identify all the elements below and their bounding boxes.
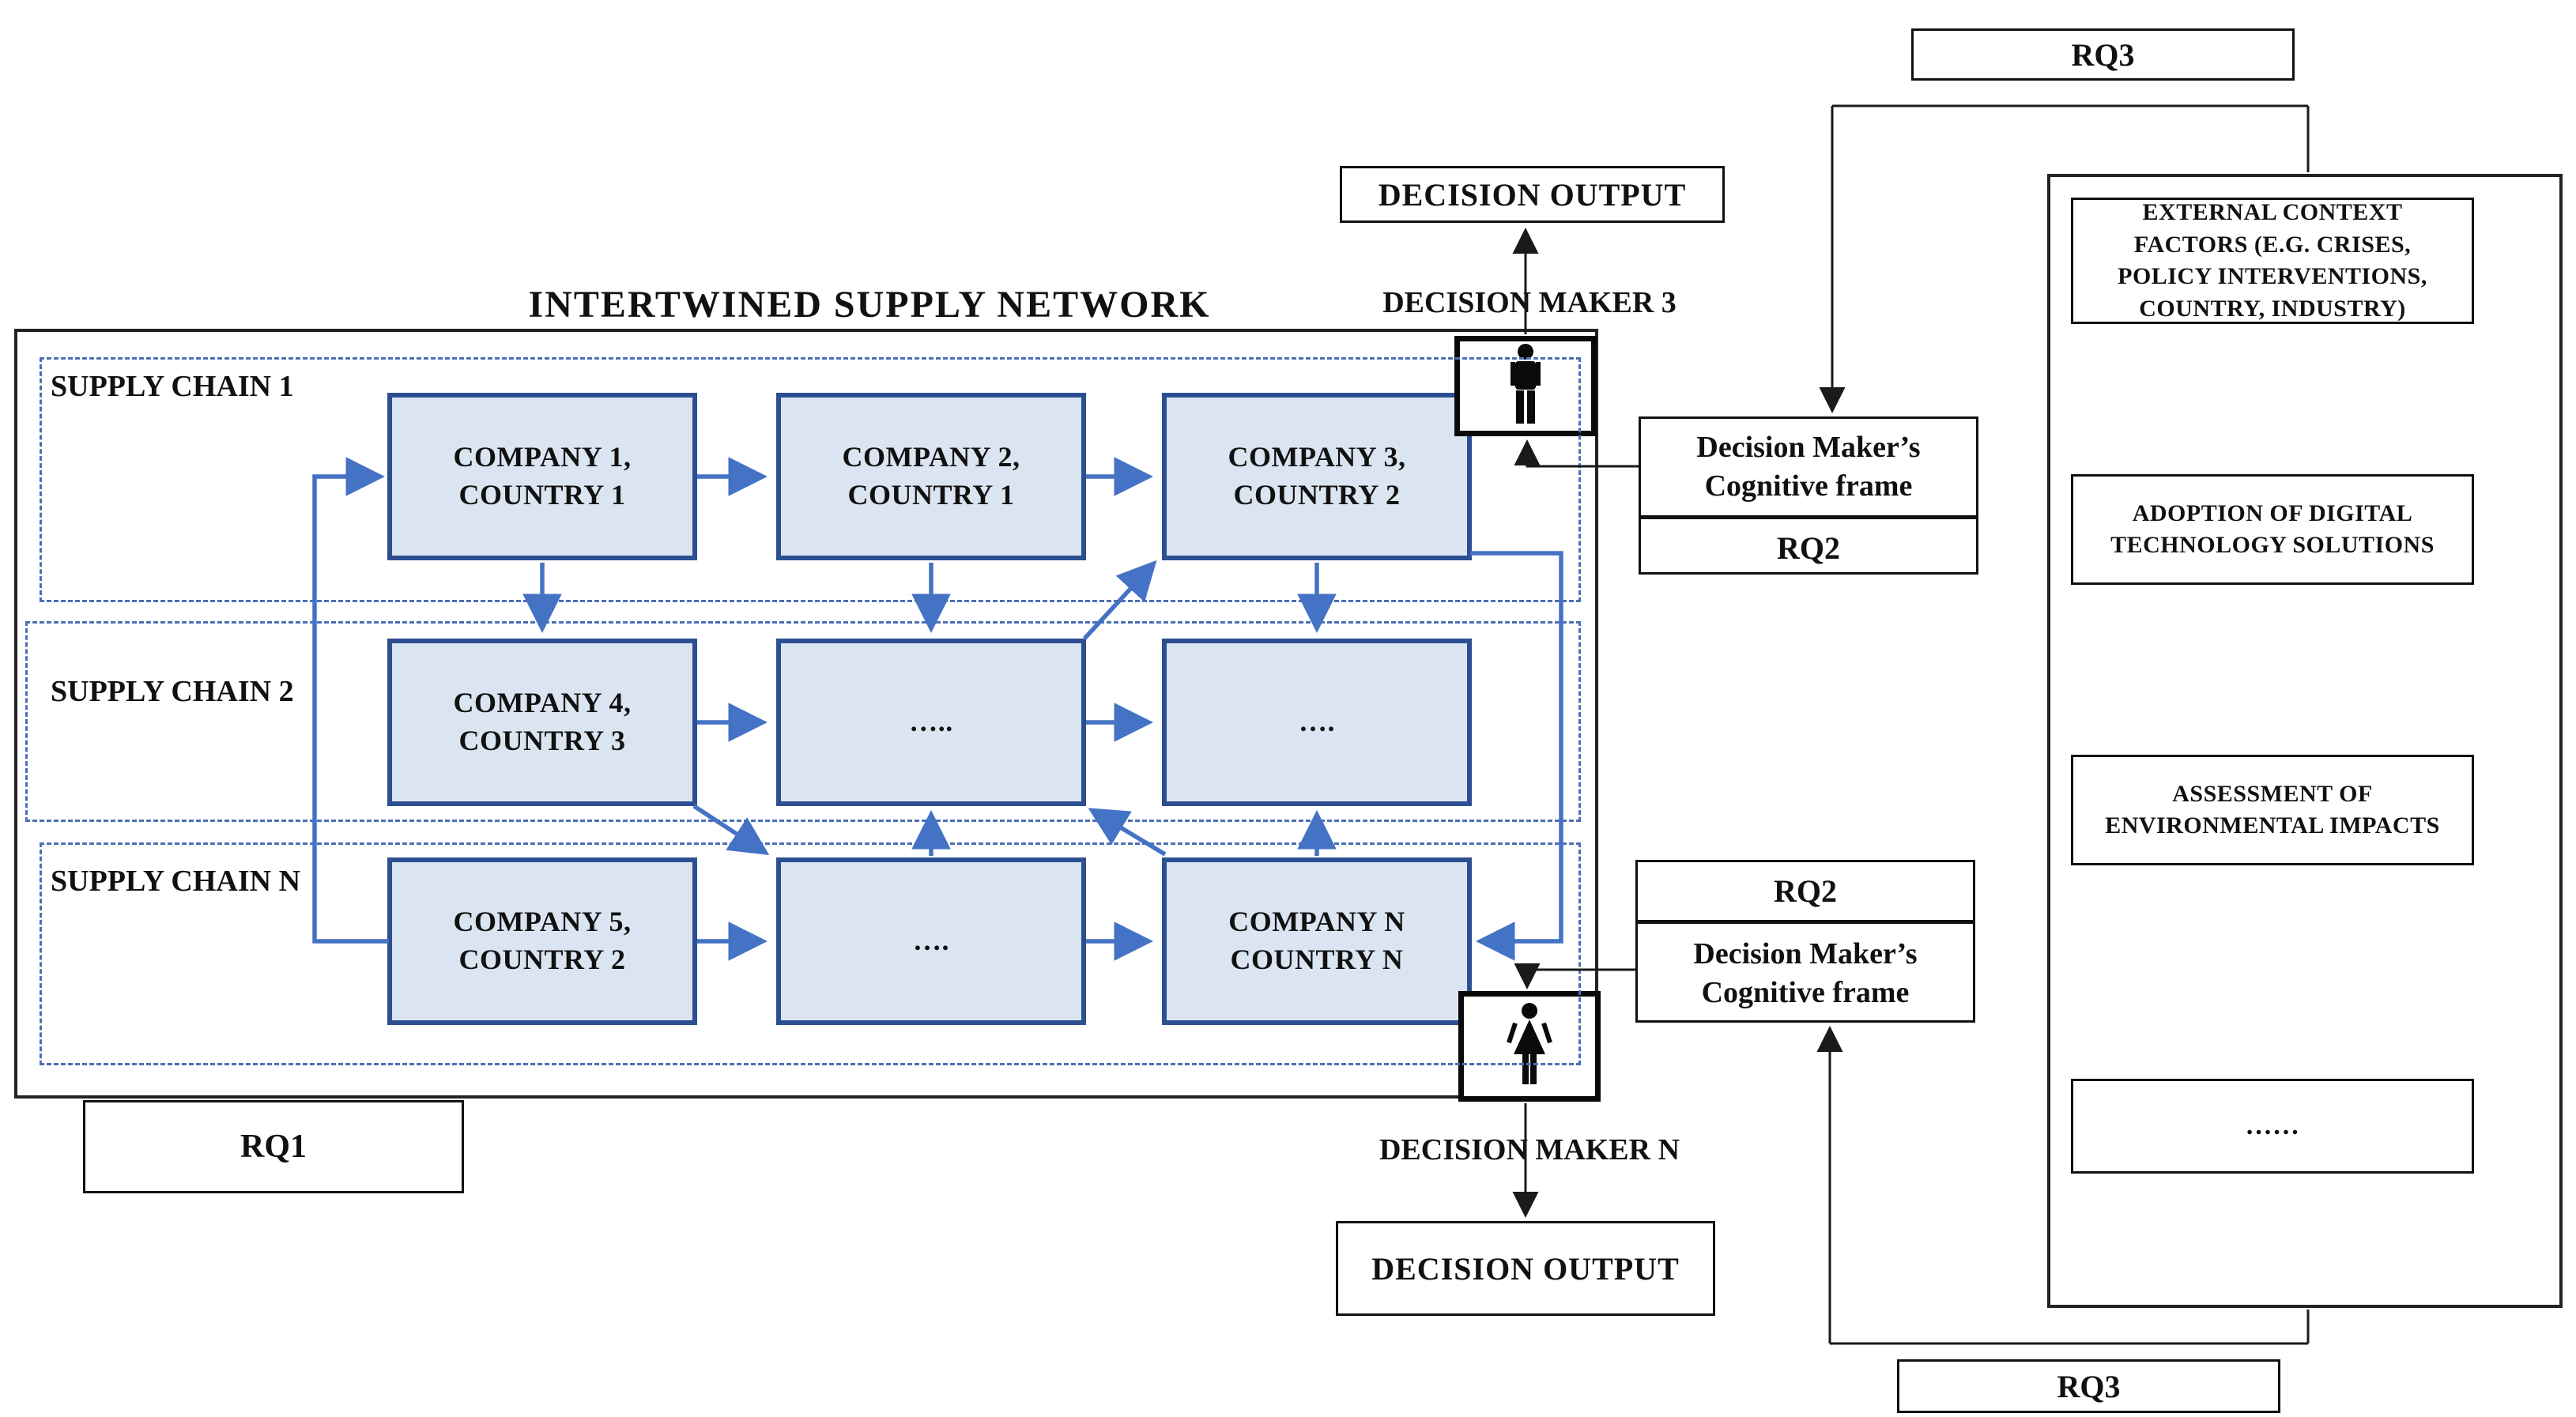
- supply-chain-n-region: [40, 842, 1581, 1065]
- decision-maker-n-box: [1458, 991, 1601, 1102]
- rq2-top-label: RQ2: [1641, 515, 1976, 576]
- decision-maker-n-label: DECISION MAKER N: [1379, 1133, 1680, 1166]
- rq3-top-box: RQ3: [1911, 28, 2295, 81]
- supply-chain-1-label: SUPPLY CHAIN 1: [51, 370, 294, 403]
- digital-technology-adoption-box: ADOPTION OF DIGITAL TECHNOLOGY SOLUTIONS: [2071, 474, 2474, 585]
- decision-output-bottom-box: DECISION OUTPUT: [1336, 1221, 1715, 1316]
- company-2-box: COMPANY 2, COUNTRY 1: [776, 393, 1086, 560]
- company-ellipsis-box-2: ….: [1162, 639, 1472, 806]
- supply-chain-2-region: [25, 621, 1581, 822]
- decision-maker-3-label: DECISION MAKER 3: [1382, 286, 1676, 319]
- cognitive-frame-bottom-box: RQ2 Decision Maker’s Cognitive frame: [1635, 860, 1975, 1023]
- decision-output-top-box: DECISION OUTPUT: [1340, 166, 1725, 223]
- company-1-box: COMPANY 1, COUNTRY 1: [387, 393, 697, 560]
- environmental-impacts-box: ASSESSMENT OF ENVIRONMENTAL IMPACTS: [2071, 755, 2474, 865]
- external-context-factors-box: EXTERNAL CONTEXT FACTORS (E.G. CRISES, P…: [2071, 198, 2474, 324]
- company-4-box: COMPANY 4, COUNTRY 3: [387, 639, 697, 806]
- company-ellipsis-box-3: ….: [776, 857, 1086, 1025]
- rq2-bottom-label: RQ2: [1774, 873, 1837, 909]
- company-n-box: COMPANY N COUNTRY N: [1162, 857, 1472, 1025]
- rq3-bottom-box: RQ3: [1897, 1359, 2280, 1413]
- diagram-title: INTERTWINED SUPPLY NETWORK: [528, 283, 1211, 326]
- supply-chain-2-label: SUPPLY CHAIN 2: [51, 675, 294, 708]
- cognitive-frame-top-box: Decision Maker’s Cognitive frame RQ2: [1639, 416, 1978, 575]
- person-male-icon: [1501, 343, 1550, 429]
- decision-maker-3-box: [1454, 336, 1597, 436]
- intertwined-supply-network-box: [14, 329, 1598, 1099]
- context-ellipsis-box: ……: [2071, 1079, 2474, 1174]
- cognitive-frame-bottom-text: Decision Maker’s Cognitive frame: [1638, 920, 1973, 1023]
- rq1-box: RQ1: [83, 1100, 464, 1193]
- company-3-box: COMPANY 3, COUNTRY 2: [1162, 393, 1472, 560]
- company-ellipsis-box-1: …..: [776, 639, 1086, 806]
- person-female-icon: [1502, 1002, 1557, 1091]
- supply-chain-n-label: SUPPLY CHAIN N: [51, 865, 301, 898]
- supply-chain-1-region: [40, 357, 1581, 602]
- cognitive-frame-top-text: Decision Maker’s Cognitive frame: [1696, 431, 1921, 503]
- company-5-box: COMPANY 5, COUNTRY 2: [387, 857, 697, 1025]
